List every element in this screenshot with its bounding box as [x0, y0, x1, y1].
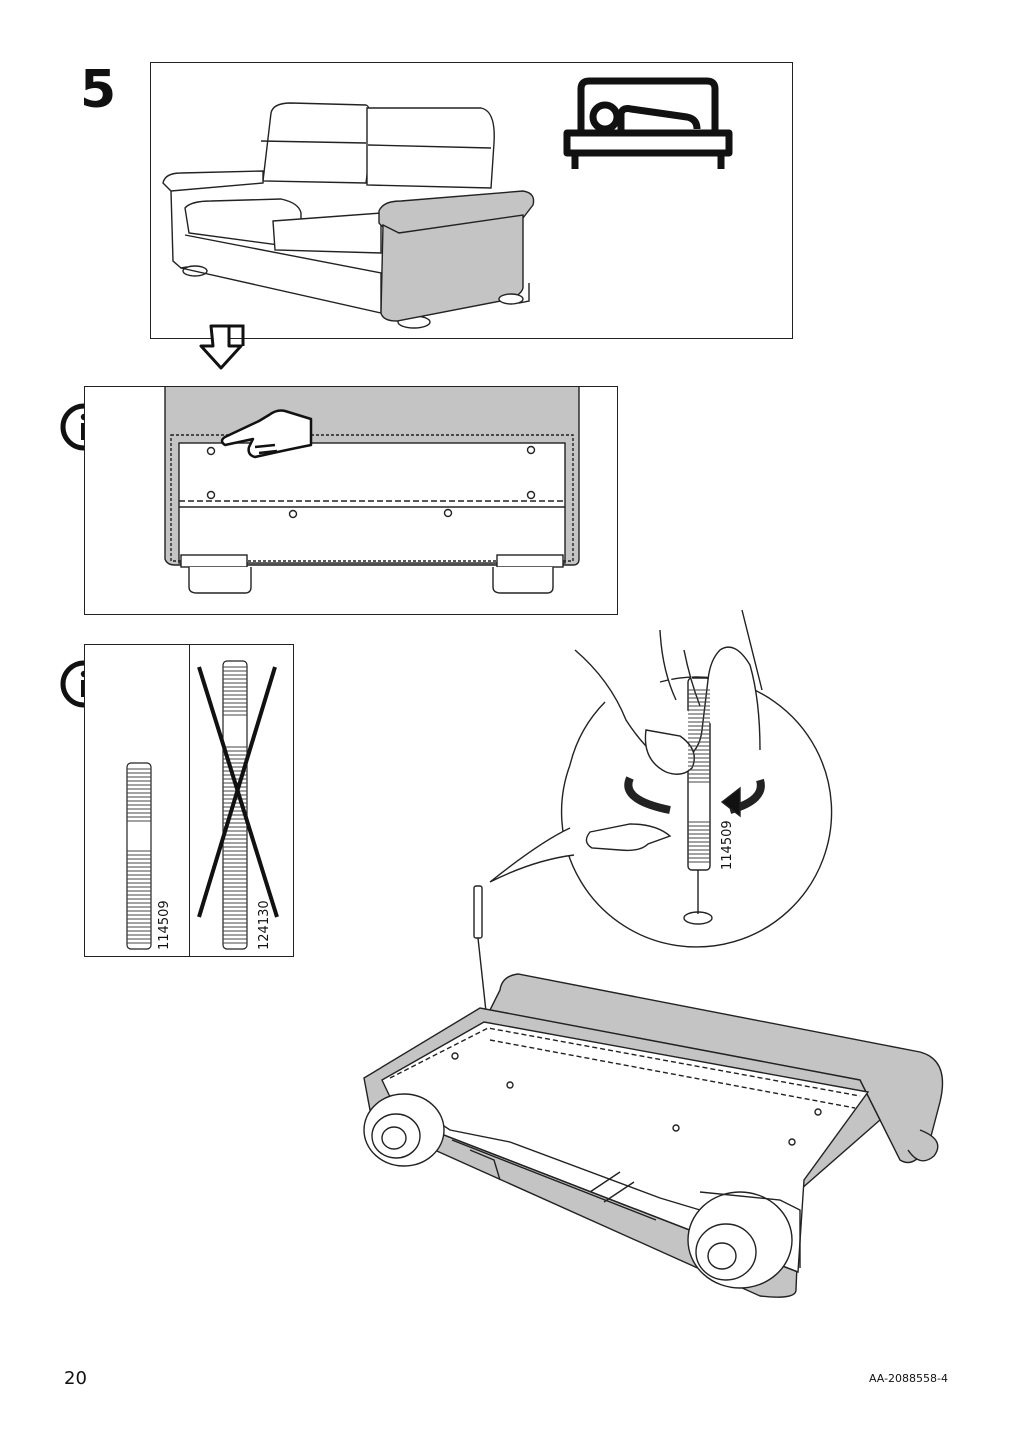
- bed-icon: [563, 77, 733, 169]
- correct-screw-code: 114509: [157, 900, 172, 950]
- sofa-illustration: [162, 102, 535, 329]
- screw-comparison-panel: 114509 124130: [84, 644, 294, 957]
- armrest-holes-panel: [84, 386, 618, 615]
- panel-divider: [189, 645, 191, 956]
- correct-screw-illustration: [126, 762, 152, 950]
- screw-detail-illustration: [489, 609, 833, 948]
- sofa-panel: [150, 62, 793, 339]
- armrest-assembly-illustration: [363, 885, 944, 1298]
- wrong-screw-code: 124130: [257, 900, 272, 950]
- down-arrow-icon: [199, 324, 245, 370]
- cross-mark-icon: [197, 666, 279, 918]
- armrest-underside-illustration: [164, 387, 580, 594]
- step-number: 5: [80, 60, 117, 120]
- wrong-screw-illustration: [197, 660, 279, 950]
- document-id: AA-2088558-4: [868, 1372, 948, 1385]
- detail-screw-code: 114509: [720, 820, 735, 870]
- pointing-hand-icon: [220, 409, 313, 459]
- page-number: 20: [64, 1368, 87, 1389]
